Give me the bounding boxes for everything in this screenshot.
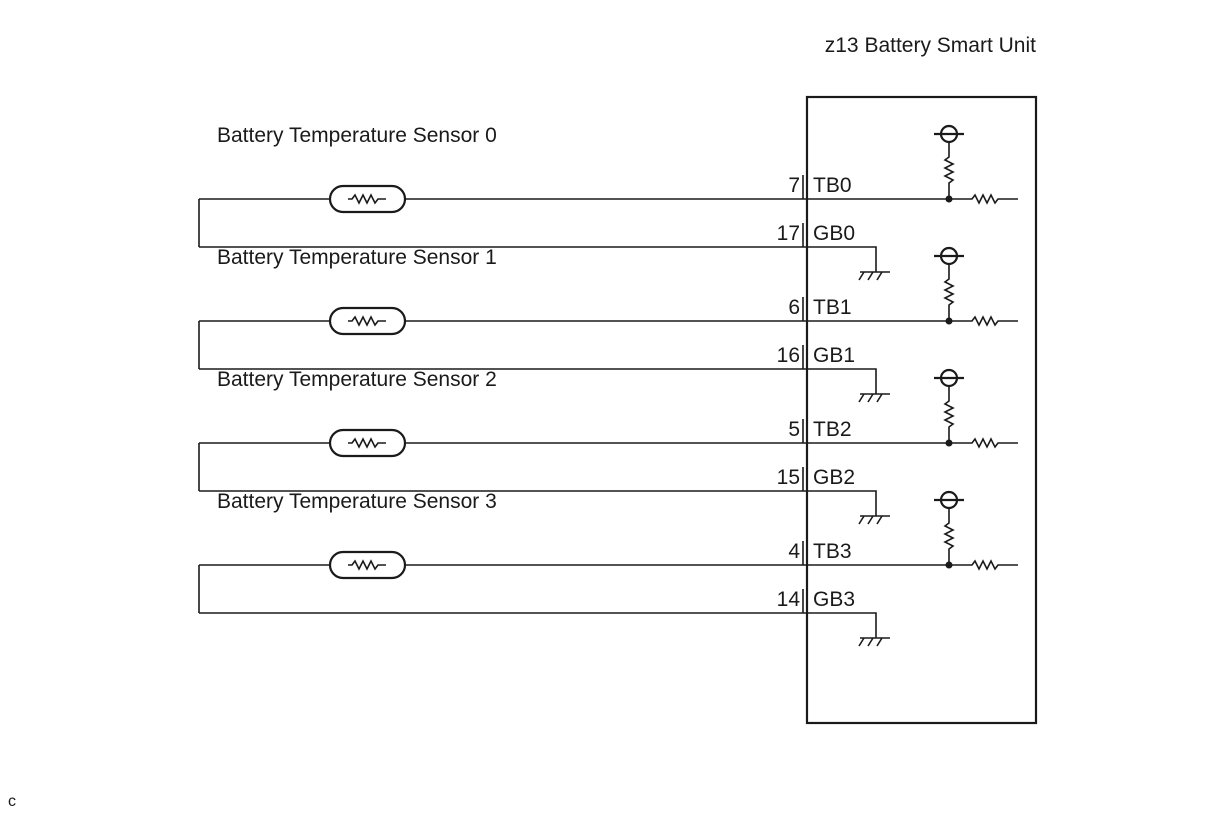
sensor-group-2: Battery Temperature Sensor 2 5 TB2 15 GB2 (198, 368, 1018, 525)
pin-number: 5 (788, 418, 800, 441)
resistor-icon (949, 437, 1018, 449)
ground-hatch (867, 393, 874, 403)
internal-ground-wire (807, 490, 877, 516)
pin-name: GB1 (813, 344, 855, 367)
thermistor-icon (328, 550, 407, 580)
pin-number: 17 (777, 222, 800, 245)
pullup-resistor-icon (943, 142, 955, 199)
sensor-label: Battery Temperature Sensor 0 (217, 124, 497, 147)
corner-mark: c (8, 793, 16, 810)
resistor-icon (949, 559, 1018, 571)
sensor-label: Battery Temperature Sensor 2 (217, 368, 497, 391)
internal-ground-wire (807, 612, 877, 638)
unit-title: z13 Battery Smart Unit (825, 34, 1036, 57)
pin-name: GB0 (813, 222, 855, 245)
pin-number: 15 (777, 466, 800, 489)
ground-hatch (858, 271, 865, 281)
thermistor-zigzag (348, 193, 386, 205)
pullup-resistor-icon (943, 264, 955, 321)
sensor-group-3: Battery Temperature Sensor 3 4 TB3 14 GB3 (198, 490, 1018, 647)
ground-hatch (876, 393, 883, 403)
sensor-group-1: Battery Temperature Sensor 1 6 TB1 16 GB1 (198, 246, 1018, 403)
pin-number: 6 (788, 296, 800, 319)
pin-number: 7 (788, 174, 800, 197)
ground-hatch (867, 271, 874, 281)
pin-name: TB0 (813, 174, 852, 197)
thermistor-icon (328, 184, 407, 214)
ground-hatch (867, 637, 874, 647)
pin-number: 16 (777, 344, 800, 367)
thermistor-zigzag (348, 437, 386, 449)
internal-ground-wire (807, 368, 877, 394)
pin-name: GB3 (813, 588, 855, 611)
sensor-group-0: Battery Temperature Sensor 0 7 TB0 17 GB0 (198, 124, 1018, 281)
pin-number: 14 (777, 588, 801, 611)
sensor-label: Battery Temperature Sensor 3 (217, 490, 497, 513)
ground-hatch (876, 515, 883, 525)
internal-ground-wire (807, 246, 877, 272)
thermistor-zigzag (348, 559, 386, 571)
ground-hatch (858, 393, 865, 403)
ground-hatch (858, 515, 865, 525)
pin-number: 4 (788, 540, 800, 563)
resistor-icon (949, 193, 1018, 205)
ground-hatch (858, 637, 865, 647)
pin-name: TB1 (813, 296, 852, 319)
ground-hatch (867, 515, 874, 525)
ground-hatch (876, 637, 883, 647)
pin-name: TB2 (813, 418, 852, 441)
pin-name: GB2 (813, 466, 855, 489)
sensor-label: Battery Temperature Sensor 1 (217, 246, 497, 269)
thermistor-icon (328, 428, 407, 458)
pullup-resistor-icon (943, 386, 955, 443)
ground-hatch (876, 271, 883, 281)
pin-name: TB3 (813, 540, 852, 563)
pullup-resistor-icon (943, 508, 955, 565)
resistor-icon (949, 315, 1018, 327)
unit-box (805, 95, 1038, 725)
thermistor-zigzag (348, 315, 386, 327)
thermistor-icon (328, 306, 407, 336)
